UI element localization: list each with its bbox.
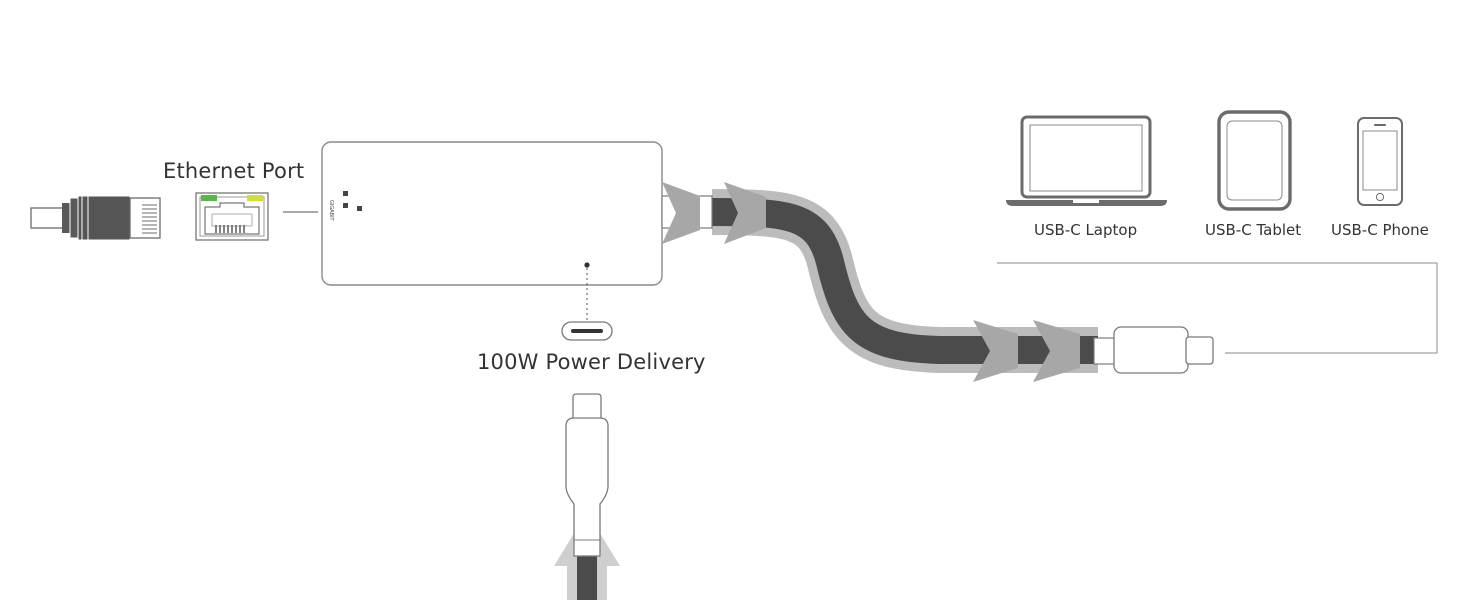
power-delivery-label: 100W Power Delivery — [477, 350, 706, 374]
flow-arrows-hub-out — [662, 182, 766, 244]
laptop-icon — [1006, 115, 1167, 206]
phone-label: USB-C Phone — [1331, 221, 1429, 239]
usb-c-data-cable — [661, 189, 1098, 373]
ethernet-port-label: Ethernet Port — [163, 159, 305, 183]
laptop-label: USB-C Laptop — [1034, 221, 1138, 239]
usb-c-cable-icon — [554, 393, 620, 600]
flow-arrows-device-in — [973, 320, 1080, 382]
phone-icon — [1357, 117, 1403, 206]
link-led-green — [201, 195, 217, 201]
usb-c-hub-body — [321, 141, 663, 286]
tablet-label: USB-C Tablet — [1205, 221, 1302, 239]
usb-c-port-icon — [561, 321, 613, 341]
activity-led-yellow — [247, 195, 263, 201]
tablet-icon — [1217, 110, 1292, 211]
ethernet-plug-icon — [30, 195, 161, 241]
rj45-port-icon — [195, 192, 269, 241]
device-bracket-line — [997, 262, 1438, 354]
hub-port-marking: GIGABIT — [328, 200, 334, 221]
usb-c-cable-icon — [1093, 326, 1214, 374]
power-leader-dot — [584, 262, 590, 268]
